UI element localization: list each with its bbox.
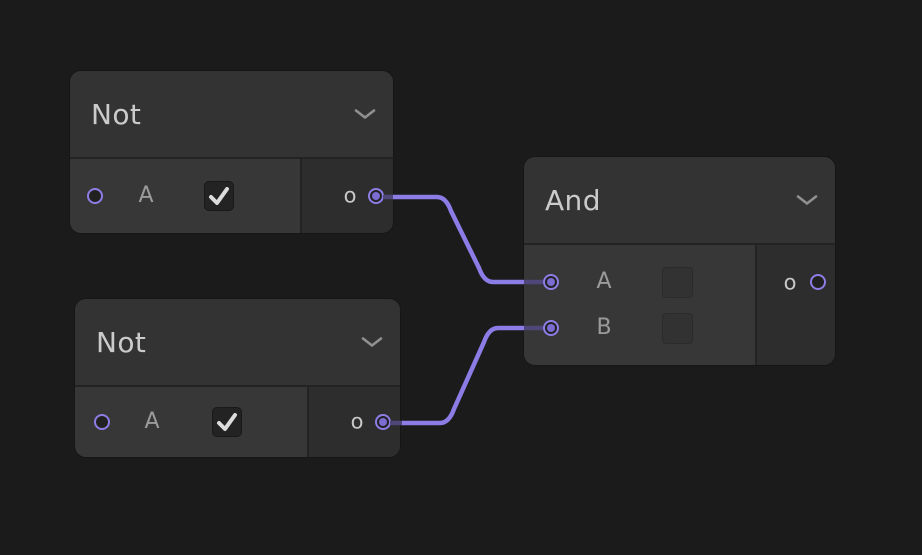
output-label: o [350,409,364,434]
node-input-section: A B [524,245,755,365]
checkmark-icon [209,187,229,205]
node-header[interactable]: Not [70,71,393,159]
output-port-o[interactable] [375,413,391,430]
chevron-down-icon[interactable] [361,336,383,348]
edge-not1-to-and-a[interactable] [393,194,524,285]
node-title: Not [91,97,142,131]
checkmark-icon [217,413,237,431]
input-port-b[interactable] [543,320,559,336]
output-label: o [343,183,357,208]
edge-not2-to-and-b[interactable] [402,325,524,426]
node-header[interactable]: And [524,157,835,245]
chevron-down-icon[interactable] [796,194,818,206]
node-header[interactable]: Not [75,299,400,387]
output-label: o [783,270,797,295]
input-label: A [596,269,612,294]
value-box-input-a [662,267,693,298]
node-not-2[interactable]: Not A o [75,299,400,457]
chevron-down-icon[interactable] [354,108,376,120]
node-and-1[interactable]: And A B o [524,157,835,365]
node-input-section: A [75,387,307,457]
input-port-a[interactable] [94,413,110,430]
value-box-input-b [662,313,693,344]
checkbox-input-a[interactable] [212,407,242,437]
input-label: A [138,183,154,208]
input-label: B [596,315,612,340]
node-not-1[interactable]: Not A o [70,71,393,233]
node-output-section: o [307,387,400,457]
checkbox-input-a[interactable] [204,181,234,211]
output-port-o[interactable] [368,187,384,204]
node-input-section: A [70,159,300,233]
node-title: And [545,183,601,217]
node-output-section: o [755,245,835,365]
output-port-o[interactable] [810,274,826,290]
input-port-a[interactable] [543,274,559,290]
node-output-section: o [300,159,393,233]
input-port-a[interactable] [87,187,103,204]
input-label: A [144,409,160,434]
node-title: Not [96,325,147,359]
